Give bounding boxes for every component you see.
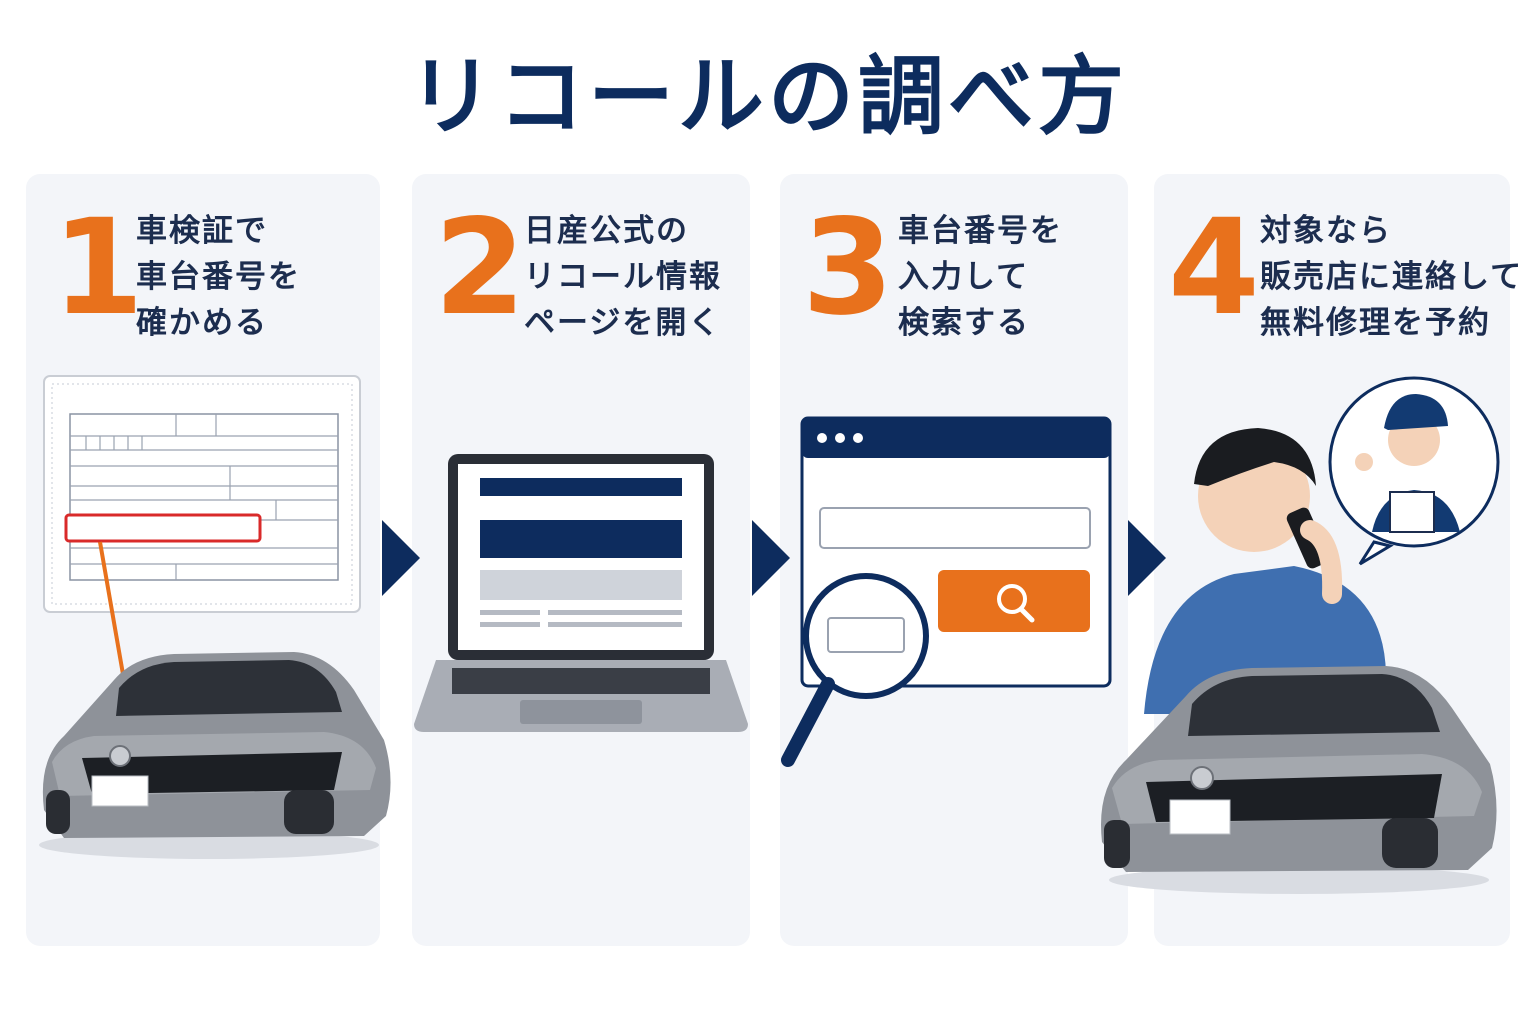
step-4-line-3: 無料修理を予約 (1260, 305, 1491, 341)
magnifier-icon (781, 573, 929, 767)
step-3-line-1: 車台番号を (898, 213, 1063, 249)
search-icon (997, 584, 1035, 623)
laptop-illustration (414, 454, 748, 732)
step-number-1: 1 (52, 191, 144, 345)
car-illustration (1101, 666, 1497, 894)
step-4-line-2: 販売店に連絡して (1260, 259, 1524, 295)
step-number-2: 2 (434, 191, 526, 345)
chevron-right-icon (382, 520, 420, 596)
step-2-line-1: 日産公式の (524, 213, 689, 249)
page-title: リコールの調べ方 (408, 47, 1128, 147)
chevron-right-icon (1128, 520, 1166, 596)
step-text-3: 車台番号を 入力して 検索する (898, 208, 1063, 346)
step-text-4: 対象なら 販売店に連絡して 無料修理を予約 (1260, 208, 1523, 346)
step-2-line-3: ページを開く (524, 305, 722, 341)
step-1-line-1: 車検証で (136, 213, 268, 249)
step-1-line-3: 確かめる (136, 305, 268, 341)
step-2-line-2: リコール情報 (524, 259, 722, 295)
step-1-line-2: 車台番号を (136, 259, 301, 295)
step-4-line-1: 対象なら (1260, 213, 1392, 249)
vehicle-certificate-illustration (43, 375, 361, 681)
step-number-3: 3 (802, 191, 894, 345)
car-illustration (39, 652, 391, 859)
chevron-right-icon (752, 520, 790, 596)
step-3-line-3: 検索する (898, 305, 1030, 341)
step-3-line-2: 入力して (898, 259, 1030, 295)
search-window-illustration (781, 416, 1112, 767)
step-number-4: 4 (1168, 191, 1260, 345)
step-text-2: 日産公式の リコール情報 ページを開く (524, 208, 722, 346)
step-text-1: 車検証で 車台番号を 確かめる (136, 208, 301, 346)
